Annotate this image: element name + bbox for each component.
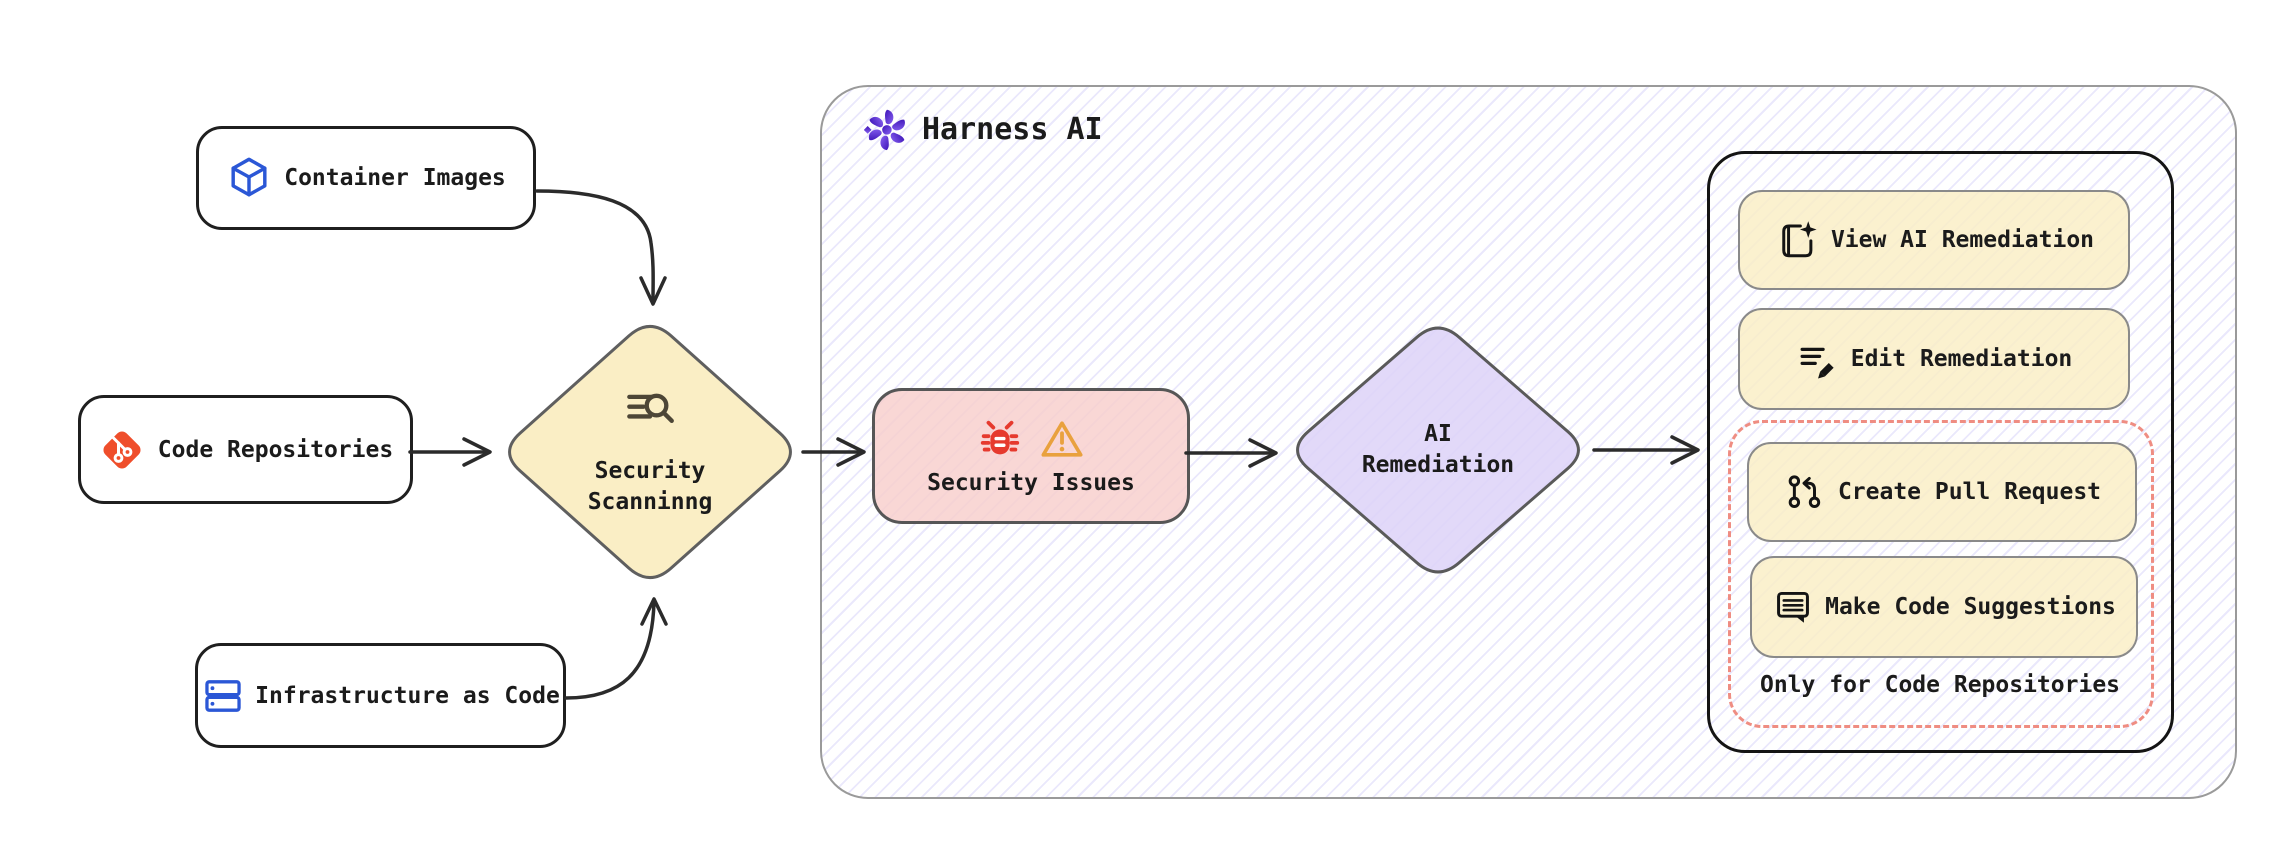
server-stack-icon <box>205 679 241 712</box>
node-label: Code Repositories <box>157 436 394 463</box>
comment-lines-icon <box>1777 591 1810 623</box>
pill-create-pull-request: Create Pull Request <box>1747 442 2137 542</box>
node-ai-remediation-shape <box>1296 326 1580 574</box>
pill-label: View AI Remediation <box>1830 227 2095 253</box>
node-security-issues: Security Issues <box>872 388 1190 524</box>
arrowhead-up-icon <box>640 597 668 626</box>
node-ai-remediation: AI Remediation <box>1283 315 1593 585</box>
pull-request-icon <box>1788 475 1821 509</box>
node-label-line1: AI <box>1424 420 1452 447</box>
node-label-line2: Remediation <box>1361 452 1515 478</box>
pill-view-ai-remediation: View AI Remediation <box>1738 190 2130 290</box>
node-label: Infrastructure as Code <box>255 682 560 709</box>
harness-ai-header: Harness AI <box>864 107 1103 151</box>
scan-search-icon <box>627 393 674 423</box>
node-label: Container Images <box>284 165 506 191</box>
arrowhead-down-icon <box>639 276 667 306</box>
node-security-scanning: Security Scanninng <box>495 313 805 591</box>
security-issues-icons <box>977 417 1085 463</box>
code-repositories-only-group <box>1728 420 2154 728</box>
harness-logo-icon <box>864 109 905 151</box>
pill-make-code-suggestions: Make Code Suggestions <box>1750 556 2138 658</box>
arrowhead-right-icon <box>462 437 492 467</box>
git-icon <box>103 430 141 469</box>
pill-edit-remediation: Edit Remediation <box>1738 308 2130 410</box>
edit-lines-pencil-icon <box>1800 347 1834 379</box>
warning-icon <box>1041 420 1083 457</box>
code-repositories-only-note: Only for Code Repositories <box>1759 672 2121 698</box>
node-label-line1: Security <box>594 457 706 484</box>
remediation-actions-panel <box>1707 151 2174 753</box>
node-code-repositories: Code Repositories <box>78 395 413 504</box>
node-infrastructure-as-code: Infrastructure as Code <box>195 643 566 748</box>
pill-label: Create Pull Request <box>1837 479 2102 505</box>
harness-ai-title: Harness AI <box>922 111 1103 147</box>
node-label-line2: Scanninng <box>587 489 713 515</box>
bug-icon <box>980 420 1020 454</box>
cube-icon <box>231 157 267 197</box>
node-security-scanning-shape <box>508 324 792 580</box>
node-container-images: Container Images <box>196 126 536 230</box>
pill-label: Make Code Suggestions <box>1825 594 2116 620</box>
arrow-container-images-to-scanning <box>535 189 655 303</box>
journal-sparkle-icon <box>1782 221 1817 258</box>
node-label: Security Issues <box>927 469 1135 496</box>
pill-label: Edit Remediation <box>1850 346 2073 372</box>
arrow-infrastructure-to-scanning <box>564 600 656 700</box>
